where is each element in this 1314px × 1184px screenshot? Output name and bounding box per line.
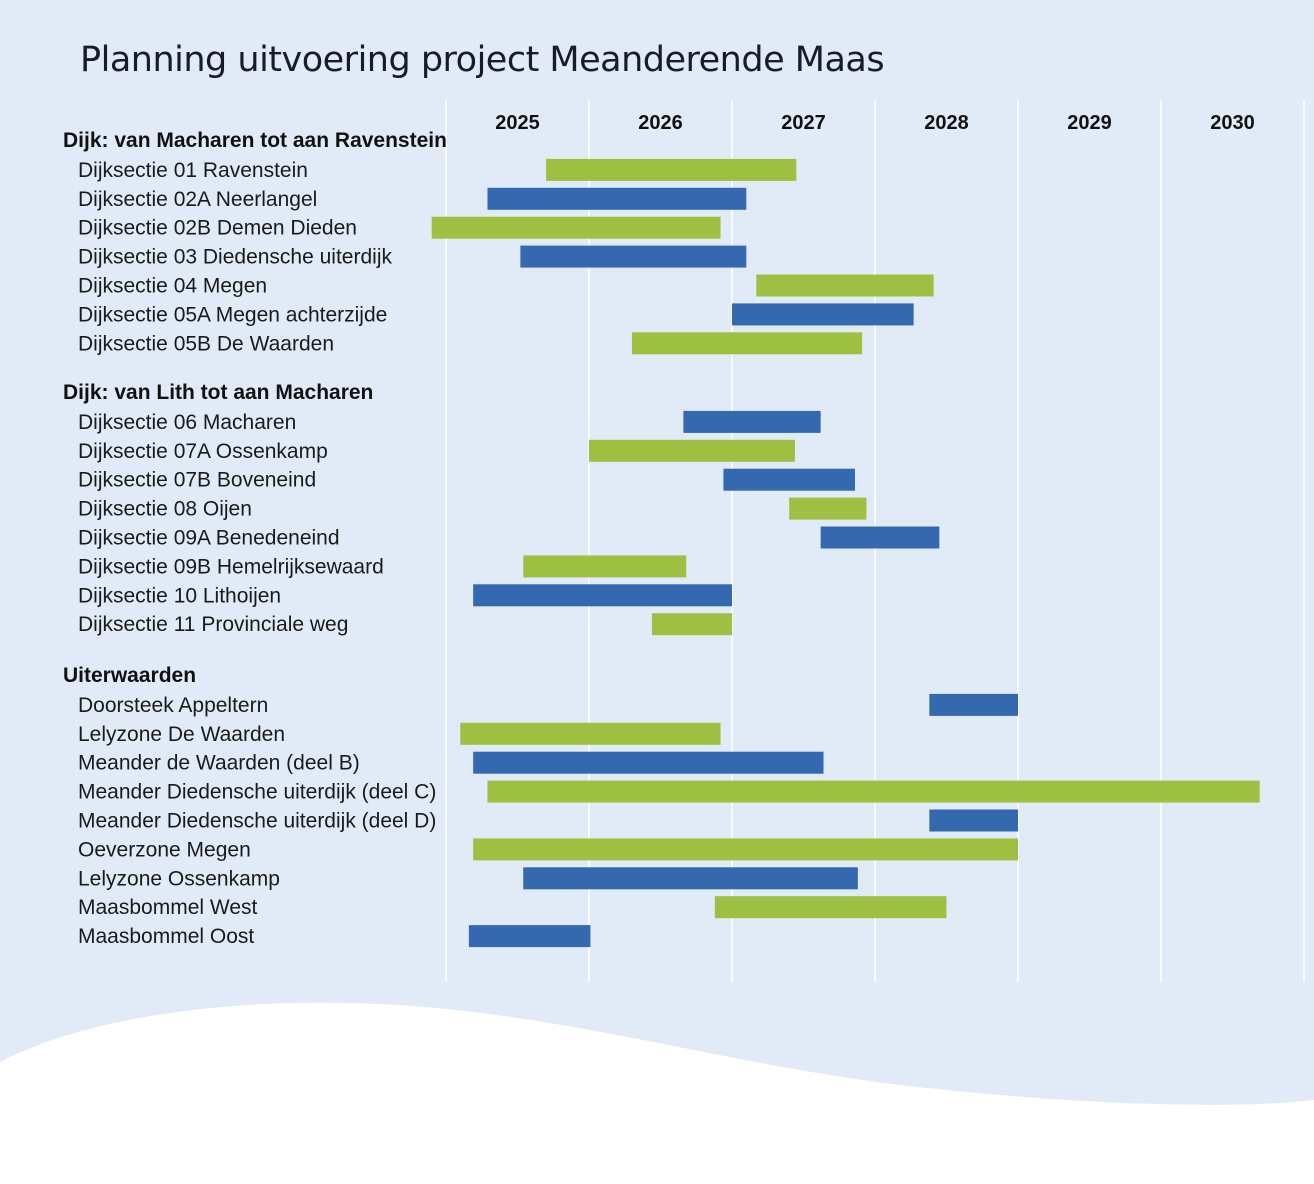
task-label: Meander Diedensche uiterdijk (deel D) bbox=[78, 810, 436, 833]
task-label: Meander Diedensche uiterdijk (deel C) bbox=[78, 781, 436, 804]
task-label: Oeverzone Megen bbox=[78, 838, 251, 861]
task-bar bbox=[546, 158, 797, 181]
task-bar bbox=[732, 303, 914, 326]
task-label: Meander de Waarden (deel B) bbox=[78, 752, 360, 775]
task-bar bbox=[473, 838, 1018, 861]
task-bar bbox=[929, 693, 1018, 716]
year-tick-label: 2028 bbox=[924, 112, 969, 134]
task-label: Maasbommel Oost bbox=[78, 925, 254, 948]
task-bar bbox=[756, 274, 934, 297]
task-bar bbox=[487, 780, 1260, 803]
task-bar bbox=[631, 332, 863, 355]
year-tick-label: 2027 bbox=[781, 112, 826, 134]
task-label: Dijksectie 03 Diedensche uiterdijk bbox=[78, 246, 392, 269]
task-bar bbox=[683, 410, 821, 433]
task-bar bbox=[468, 925, 591, 948]
task-bar bbox=[723, 468, 855, 491]
year-tick-label: 2025 bbox=[495, 112, 540, 134]
group-label: Uiterwaarden bbox=[63, 664, 196, 687]
task-bar bbox=[487, 187, 747, 210]
task-bar bbox=[820, 526, 940, 549]
task-label: Dijksectie 06 Macharen bbox=[78, 411, 296, 434]
task-bar bbox=[651, 613, 732, 636]
group-label: Dijk: van Macharen tot aan Ravenstein bbox=[63, 129, 447, 152]
task-label: Lelyzone De Waarden bbox=[78, 723, 285, 746]
year-tick-label: 2030 bbox=[1210, 112, 1255, 134]
group-label: Dijk: van Lith tot aan Macharen bbox=[63, 381, 373, 404]
task-bar bbox=[523, 867, 858, 890]
year-axis: 2025 2026 2027 2028 2029 2030 bbox=[495, 112, 1255, 134]
task-label: Dijksectie 02B Demen Dieden bbox=[78, 217, 357, 240]
task-bar bbox=[460, 722, 721, 745]
grid-lines bbox=[445, 100, 1305, 982]
task-label: Dijksectie 04 Megen bbox=[78, 275, 267, 298]
chart-title: Planning uitvoering project Meanderende … bbox=[80, 40, 885, 80]
year-tick-label: 2029 bbox=[1067, 112, 1112, 134]
task-label: Dijksectie 05B De Waarden bbox=[78, 332, 334, 355]
task-bar bbox=[473, 751, 824, 774]
task-label: Maasbommel West bbox=[78, 896, 257, 919]
task-bar bbox=[431, 216, 721, 239]
task-bar bbox=[789, 497, 867, 520]
task-bar bbox=[589, 439, 795, 462]
task-label: Lelyzone Ossenkamp bbox=[78, 867, 280, 890]
task-label: Dijksectie 11 Provinciale weg bbox=[78, 613, 348, 636]
task-bar bbox=[929, 809, 1018, 832]
task-label: Dijksectie 08 Oijen bbox=[78, 498, 252, 521]
task-label: Dijksectie 09B Hemelrijksewaard bbox=[78, 555, 384, 578]
task-labels: Dijk: van Macharen tot aan RavensteinDij… bbox=[63, 129, 447, 948]
task-label: Dijksectie 02A Neerlangel bbox=[78, 188, 317, 211]
task-bar bbox=[523, 555, 687, 578]
task-label: Dijksectie 07A Ossenkamp bbox=[78, 440, 328, 463]
task-bars bbox=[431, 158, 1260, 948]
task-label: Dijksectie 01 Ravenstein bbox=[78, 159, 308, 182]
task-label: Doorsteek Appeltern bbox=[78, 694, 268, 717]
year-tick-label: 2026 bbox=[638, 112, 683, 134]
task-label: Dijksectie 07B Boveneind bbox=[78, 469, 316, 492]
task-bar bbox=[473, 584, 732, 607]
task-label: Dijksectie 09A Benedeneind bbox=[78, 527, 340, 550]
task-bar bbox=[714, 896, 947, 919]
task-label: Dijksectie 10 Lithoijen bbox=[78, 584, 281, 607]
task-label: Dijksectie 05A Megen achterzijde bbox=[78, 303, 387, 326]
task-bar bbox=[520, 245, 747, 268]
